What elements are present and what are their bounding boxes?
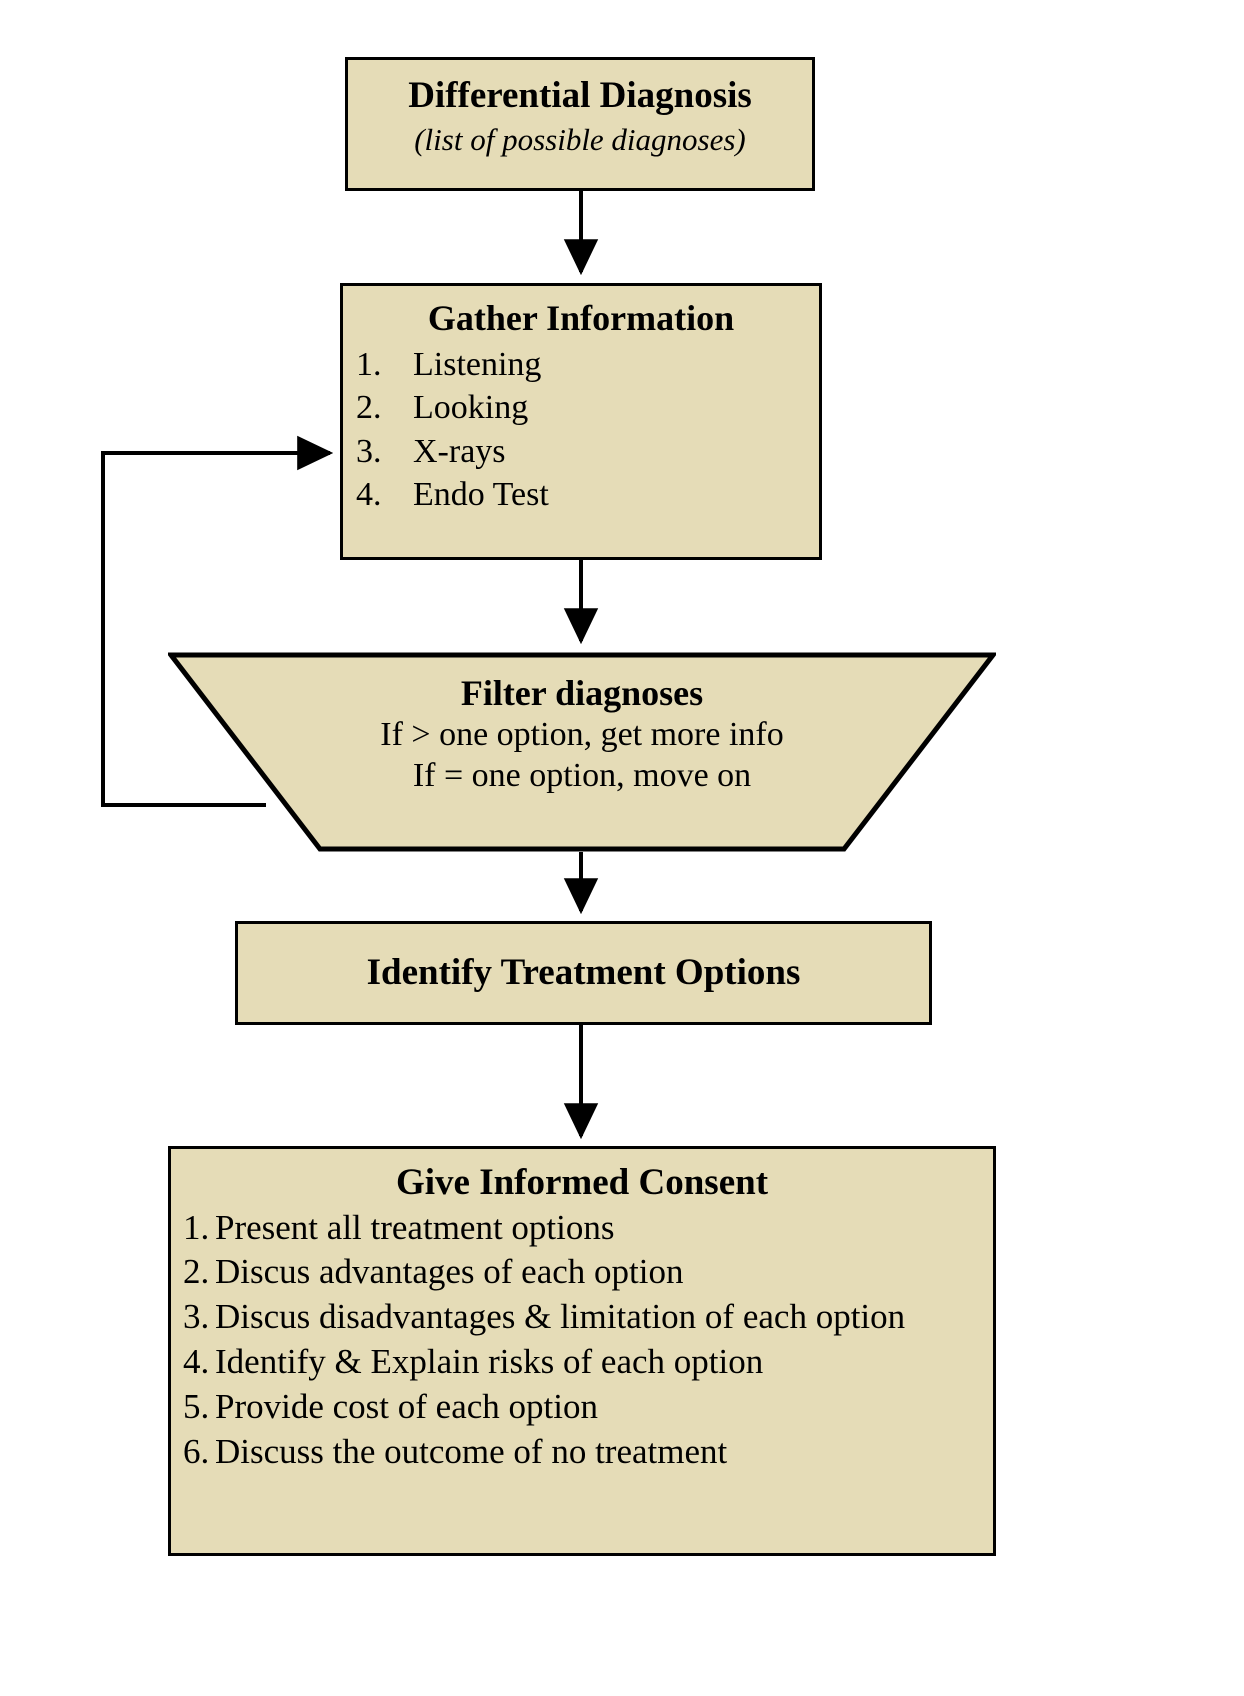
node-differential-diagnosis: Differential Diagnosis (list of possible…	[345, 57, 815, 191]
list-item-number: 3.	[356, 432, 382, 470]
node-give-informed-consent: Give Informed Consent 1. Present all tre…	[168, 1146, 996, 1556]
list-item: 4. Endo Test	[343, 473, 819, 517]
list-item-label: Discuss the outcome of no treatment	[215, 1431, 728, 1471]
give-informed-consent-list: 1. Present all treatment options 2. Disc…	[171, 1206, 993, 1475]
list-item-number: 2.	[183, 1252, 210, 1292]
list-item-label: Listening	[413, 345, 542, 383]
list-item-label: X-rays	[413, 432, 506, 470]
list-item-number: 4.	[183, 1342, 210, 1382]
node-filter-diagnoses-title: Filter diagnoses	[460, 673, 704, 713]
list-item-number: 5.	[183, 1386, 210, 1426]
node-give-informed-consent-title: Give Informed Consent	[395, 1162, 769, 1203]
node-identify-treatment-options: Identify Treatment Options	[235, 921, 932, 1025]
list-item: 3. Discus disadvantages & limitation of …	[171, 1295, 993, 1340]
list-item-label: Identify & Explain risks of each option	[215, 1342, 764, 1382]
list-item-label: Discus disadvantages & limitation of eac…	[215, 1297, 906, 1337]
list-item: 4. Identify & Explain risks of each opti…	[171, 1340, 993, 1385]
node-gather-information: Gather Information 1. Listening 2. Looki…	[340, 283, 822, 560]
list-item-number: 4.	[356, 476, 382, 514]
list-item-label: Discus advantages of each option	[215, 1252, 684, 1292]
list-item-number: 2.	[356, 389, 382, 427]
list-item-number: 1.	[356, 345, 382, 383]
node-filter-diagnoses-line2: If = one option, move on	[412, 757, 752, 795]
list-item-label: Provide cost of each option	[215, 1386, 598, 1426]
node-filter-diagnoses: Filter diagnoses If > one option, get mo…	[168, 652, 996, 852]
list-item: 3. X-rays	[343, 430, 819, 474]
node-filter-diagnoses-line1: If > one option, get more info	[380, 715, 784, 753]
node-gather-information-title: Gather Information	[427, 298, 735, 338]
list-item-label: Endo Test	[413, 476, 549, 514]
list-item: 2. Discus advantages of each option	[171, 1250, 993, 1295]
node-identify-treatment-options-title: Identify Treatment Options	[366, 951, 801, 993]
list-item-number: 3.	[183, 1297, 210, 1337]
list-item: 1. Present all treatment options	[171, 1206, 993, 1251]
list-item: 1. Listening	[343, 343, 819, 387]
list-item-label: Present all treatment options	[215, 1207, 615, 1247]
list-item: 6. Discuss the outcome of no treatment	[171, 1430, 993, 1475]
trapezoid-shape	[168, 652, 996, 852]
node-differential-diagnosis-title: Differential Diagnosis	[408, 75, 752, 116]
list-item-number: 6.	[183, 1431, 210, 1471]
filter-diagnoses-text: Filter diagnoses If > one option, get mo…	[168, 673, 996, 797]
gather-information-list: 1. Listening 2. Looking 3. X-rays 4. End…	[343, 343, 819, 517]
list-item: 5. Provide cost of each option	[171, 1385, 993, 1430]
list-item-label: Looking	[413, 389, 529, 427]
node-differential-diagnosis-subtitle: (list of possible diagnoses)	[414, 121, 746, 157]
list-item: 2. Looking	[343, 386, 819, 430]
list-item-number: 1.	[183, 1207, 210, 1247]
